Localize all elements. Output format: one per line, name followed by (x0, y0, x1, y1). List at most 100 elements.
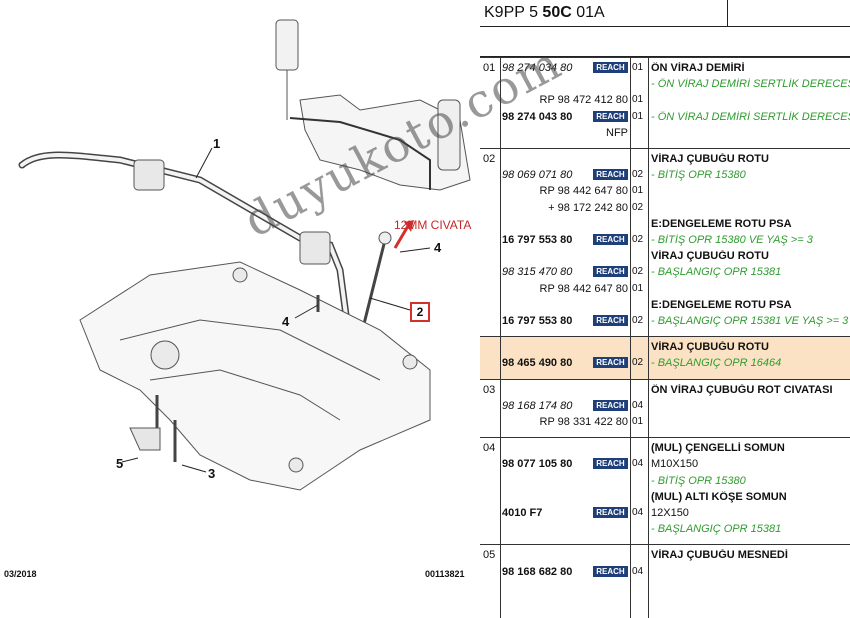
reach-badge: REACH (593, 399, 628, 411)
reach-badge: REACH (593, 266, 628, 278)
table-row: E:DENGELEME ROTU PSA (480, 218, 850, 232)
table-row: - ÖN VİRAJ DEMİRİ SERTLİK DERECESİ (480, 78, 850, 92)
quantity: 02 (632, 266, 644, 278)
quantity: 02 (632, 315, 644, 326)
part-description: 12X150 (651, 506, 689, 519)
diagram-drawing (18, 19, 471, 491)
parts-table: K9PP 5 50C 01A 01 98 274 034 80 REACH 01 ÖN … (480, 0, 850, 618)
table-row: 4010 F7 REACH 04 12X150 (480, 506, 850, 521)
part-number: RP 98 472 412 80 (539, 94, 628, 107)
part-description: VİRAJ ÇUBUĞU ROTU (651, 153, 769, 165)
table-row: 98 168 682 80 REACH 04 (480, 565, 850, 580)
table-row: RP 98 442 647 80 01 (480, 283, 850, 297)
reach-badge: REACH (593, 357, 628, 369)
part-number: 16 797 553 80 (502, 315, 573, 327)
table-row: ÖN VİRAJ ÇUBUĞU ROT CIVATASI (480, 384, 850, 398)
reach-badge: REACH (593, 62, 628, 73)
diagram-ref: 00113821 (425, 569, 465, 579)
table-row: RP 98 472 412 80 01 (480, 94, 850, 108)
table-row: 98 077 105 80 REACH 04 M10X150 (480, 458, 850, 472)
quantity: 04 (632, 565, 644, 577)
quantity: 01 (632, 94, 644, 106)
part-number: 98 274 043 80 (502, 110, 573, 123)
reach-badge: REACH (593, 169, 628, 181)
table-row: (MUL) ALTI KÖŞE SOMUN (480, 491, 850, 505)
part-number: 98 168 682 80 (502, 565, 573, 578)
part-description: (MUL) ALTI KÖŞE SOMUN (651, 490, 787, 503)
part-description: ÖN VİRAJ DEMİRİ (651, 62, 745, 74)
part-number: 98 274 034 80 (502, 62, 573, 74)
parts-diagram: 1 2 3 4 4 5 12MM CIVATA 03/2018 00113821 (4, 19, 472, 579)
quantity: 04 (632, 458, 644, 470)
reach-badge: REACH (593, 565, 628, 577)
table-row: VİRAJ ÇUBUĞU ROTU (480, 250, 850, 264)
part-number: RP 98 442 647 80 (539, 282, 628, 295)
part-description: VİRAJ ÇUBUĞU ROTU (651, 250, 769, 263)
reach-badge: REACH (593, 234, 628, 245)
quantity: 01 (632, 62, 644, 73)
part-number: 98 069 071 80 (502, 169, 573, 182)
callout-5: 5 (116, 456, 124, 471)
callout-3: 3 (208, 466, 216, 481)
part-description: - BİTİŞ OPR 15380 (651, 169, 746, 182)
diagram-date: 03/2018 (4, 569, 37, 579)
reach-badge: REACH (593, 315, 628, 326)
part-description: E:DENGELEME ROTU PSA (651, 217, 792, 230)
part-number: 4010 F7 (502, 506, 543, 519)
reach-badge: REACH (593, 458, 628, 470)
part-description: M10X150 (651, 458, 699, 471)
quantity: 02 (632, 201, 644, 213)
callout-2-highlighted: 2 (410, 302, 430, 322)
table-row: 98 274 034 80 REACH 01 ÖN VİRAJ DEMİRİ (480, 62, 850, 76)
quantity: 04 (632, 506, 644, 518)
part-description: ÖN VİRAJ ÇUBUĞU ROT CIVATASI (651, 383, 833, 396)
callout-1: 1 (213, 136, 221, 151)
section-number: 05 (483, 549, 496, 562)
part-description: VİRAJ ÇUBUĞU MESNEDİ (651, 549, 788, 562)
table-row: + 98 172 242 80 02 (480, 202, 850, 216)
part-number: + 98 172 242 80 (548, 201, 628, 214)
page-title: K9PP 5 50C 01A (484, 4, 605, 21)
section-05: 05 VİRAJ ÇUBUĞU MESNEDİ 98 168 682 80 REACH… (480, 544, 850, 587)
quantity: 02 (632, 357, 644, 369)
part-description: - ÖN VİRAJ DEMİRİ SERTLİK DERECESİ (651, 78, 850, 91)
section-number: 03 (483, 383, 496, 396)
reach-badge: REACH (593, 506, 628, 518)
part-description: E:DENGELEME ROTU PSA (651, 298, 792, 311)
table-row: E:DENGELEME ROTU PSA (480, 299, 850, 313)
section-01: 01 98 274 034 80 REACH 01 ÖN VİRAJ DEMİRİ - Ö… (480, 57, 850, 149)
table-row: NFP (480, 127, 850, 141)
part-description: - BAŞLANGIÇ OPR 16464 (651, 357, 782, 370)
section-number: 01 (483, 62, 496, 74)
quantity: 01 (632, 110, 644, 122)
table-header: K9PP 5 50C 01A (480, 0, 850, 27)
part-number: 98 315 470 80 (502, 266, 573, 279)
part-description: - BAŞLANGIÇ OPR 15381 (651, 266, 782, 279)
table-row: (MUL) ÇENGELLİ SOMUN (480, 442, 850, 456)
part-number: NFP (606, 126, 628, 139)
bolt-annotation: 12MM CIVATA (394, 218, 472, 232)
table-row: 98 315 470 80 REACH 02 - BAŞLANGIÇ OPR 1538… (480, 266, 850, 280)
quantity: 04 (632, 399, 644, 411)
callout-4-left: 4 (282, 314, 290, 329)
part-number: RP 98 442 647 80 (539, 185, 628, 198)
table-row: VİRAJ ÇUBUĞU ROTU (480, 153, 850, 167)
part-description: - BAŞLANGIÇ OPR 15381 (651, 523, 782, 536)
part-description: VİRAJ ÇUBUĞU ROTU (651, 341, 769, 354)
part-description: - BİTİŞ OPR 15380 (651, 474, 746, 487)
section-number: 04 (483, 442, 496, 455)
part-number: 16 797 553 80 (502, 234, 573, 246)
part-description: - BİTİŞ OPR 15380 VE YAŞ >= 3 (651, 234, 813, 246)
part-number: RP 98 331 422 80 (539, 415, 628, 428)
table-row: - BAŞLANGIÇ OPR 15381 (480, 523, 850, 537)
quantity: 01 (632, 282, 644, 294)
part-number: 98 077 105 80 (502, 458, 573, 471)
